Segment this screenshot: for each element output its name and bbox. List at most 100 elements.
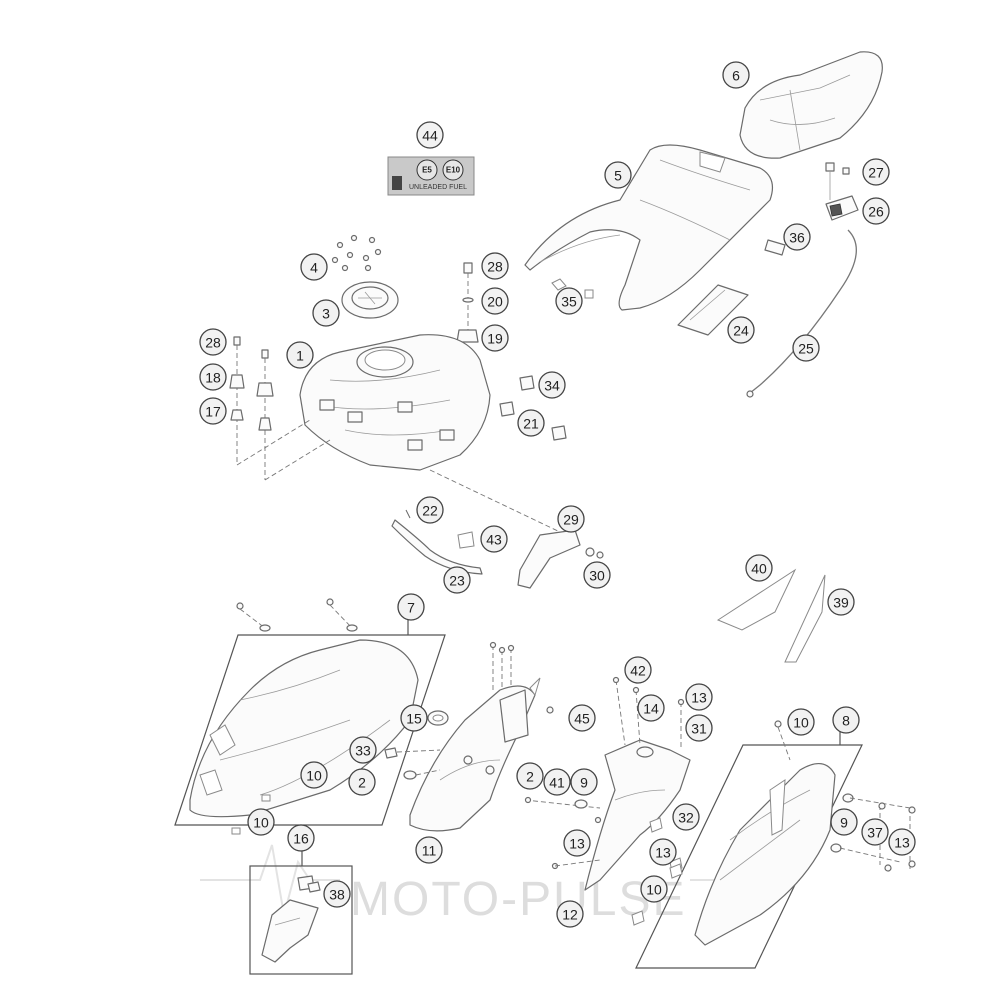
callout-number: 10 [253,815,269,831]
callout-number: 23 [449,573,465,589]
callout-28[interactable]: 28 [481,252,509,280]
callout-10[interactable]: 10 [300,761,328,789]
callout-number: 43 [486,532,502,548]
callout-36[interactable]: 36 [783,223,811,251]
callout-21[interactable]: 21 [517,409,545,437]
callout-11[interactable]: 11 [415,836,443,864]
callout-number: 7 [407,600,415,616]
callout-40[interactable]: 40 [745,554,773,582]
callout-9[interactable]: 9 [830,808,858,836]
callout-23[interactable]: 23 [443,566,471,594]
callout-number: 4 [310,260,318,276]
callout-circle [443,566,471,594]
callout-circle [640,875,668,903]
callout-number: 3 [322,306,330,322]
callout-27[interactable]: 27 [862,158,890,186]
callout-circle [416,121,444,149]
e5-badge-text: E5 [422,166,432,175]
left-side-panel-group [174,598,446,835]
callout-1[interactable]: 1 [286,341,314,369]
callout-16[interactable]: 16 [287,824,315,852]
seat-lock-parts [825,162,859,221]
callout-13[interactable]: 13 [563,829,591,857]
callout-35[interactable]: 35 [555,287,583,315]
callout-number: 31 [691,721,707,737]
callout-6[interactable]: 6 [722,61,750,89]
callout-39[interactable]: 39 [827,588,855,616]
callout-number: 45 [574,711,590,727]
callout-17[interactable]: 17 [199,397,227,425]
callout-4[interactable]: 4 [300,253,328,281]
callout-28[interactable]: 28 [199,328,227,356]
callout-22[interactable]: 22 [416,496,444,524]
inset-detail-box [249,850,353,975]
callout-41[interactable]: 41 [543,768,571,796]
callout-31[interactable]: 31 [685,714,713,742]
callout-10[interactable]: 10 [640,875,668,903]
callout-circle [199,328,227,356]
callout-circle [792,334,820,362]
callout-25[interactable]: 25 [792,334,820,362]
callout-circle [672,803,700,831]
callout-2[interactable]: 2 [348,768,376,796]
callout-44[interactable]: 44 [416,121,444,149]
callout-number: 21 [523,416,539,432]
callout-20[interactable]: 20 [481,287,509,315]
callout-12[interactable]: 12 [556,900,584,928]
callout-29[interactable]: 29 [557,505,585,533]
callout-45[interactable]: 45 [568,704,596,732]
callout-13[interactable]: 13 [888,828,916,856]
callout-42[interactable]: 42 [624,656,652,684]
callout-24[interactable]: 24 [727,316,755,344]
callout-circle [827,588,855,616]
callout-8[interactable]: 8 [832,706,860,734]
callout-38[interactable]: 38 [323,880,351,908]
callout-circle [722,61,750,89]
callout-43[interactable]: 43 [480,525,508,553]
callout-number: 28 [205,335,221,351]
callout-13[interactable]: 13 [685,683,713,711]
callout-32[interactable]: 32 [672,803,700,831]
callout-19[interactable]: 19 [481,324,509,352]
fuel-cap [341,281,399,319]
callout-number: 33 [355,743,371,759]
callout-circle [637,694,665,722]
callout-circle [583,561,611,589]
callout-18[interactable]: 18 [199,363,227,391]
callout-number: 2 [358,775,366,791]
callout-10[interactable]: 10 [787,708,815,736]
watermark: MOTO-PULSE [200,756,800,926]
callout-37[interactable]: 37 [861,818,889,846]
callout-number: 22 [422,503,438,519]
callout-3[interactable]: 3 [312,299,340,327]
callout-number: 35 [561,294,577,310]
callout-circle [830,808,858,836]
callout-number: 9 [840,815,848,831]
callout-2[interactable]: 2 [516,762,544,790]
callout-5[interactable]: 5 [604,161,632,189]
callout-14[interactable]: 14 [637,694,665,722]
callout-10[interactable]: 10 [247,808,275,836]
callout-33[interactable]: 33 [349,736,377,764]
callout-circle [323,880,351,908]
callout-13[interactable]: 13 [649,838,677,866]
seat-release-cable [746,229,857,398]
callout-number: 10 [306,768,322,784]
callout-number: 1 [296,348,304,364]
callout-circle [745,554,773,582]
right-fastener-stack [456,262,479,343]
callout-circle [787,708,815,736]
callout-9[interactable]: 9 [570,768,598,796]
callout-circle [400,704,428,732]
callout-number: 44 [422,128,438,144]
callout-circle [481,252,509,280]
callout-circle [888,828,916,856]
callout-circle [199,363,227,391]
callout-26[interactable]: 26 [862,197,890,225]
callout-30[interactable]: 30 [583,561,611,589]
callout-34[interactable]: 34 [538,371,566,399]
callout-circle [287,824,315,852]
callout-15[interactable]: 15 [400,704,428,732]
callout-7[interactable]: 7 [397,593,425,621]
